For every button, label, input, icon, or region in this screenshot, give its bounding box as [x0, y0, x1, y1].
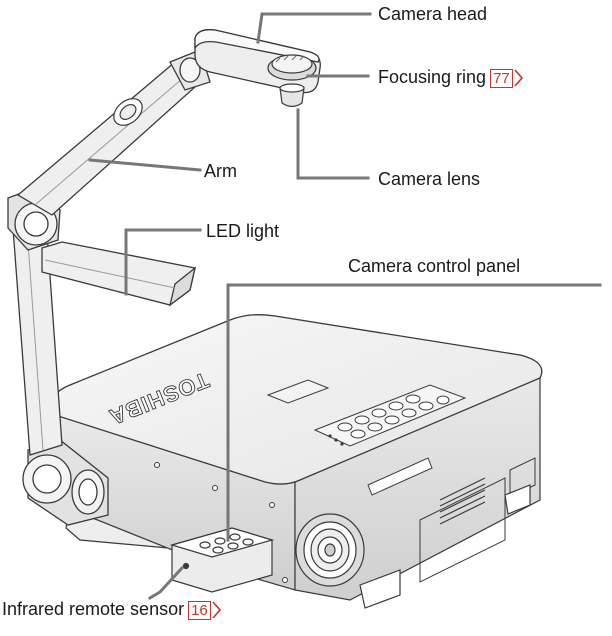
feet [359, 484, 531, 609]
upper-arm [16, 61, 207, 216]
focusing-ring-text: Focusing ring [378, 67, 487, 87]
camera-lens-text: Camera lens [378, 169, 481, 189]
side-vent [439, 477, 486, 525]
infrared-remote-sensor-text: Infrared remote sensor [2, 599, 185, 619]
label-arm: Arm [204, 160, 237, 182]
infrared-sensor-page-ref[interactable]: 16 [188, 600, 221, 620]
side-panel-lines [419, 457, 536, 583]
top-window [266, 379, 330, 404]
leader-led-light [124, 228, 202, 296]
focusing-ring-part [267, 54, 317, 81]
focusing-ring-page-number: 77 [490, 68, 513, 88]
leader-arm [88, 158, 202, 172]
camera-control-panel-text: Camera control panel [348, 256, 521, 276]
led-light-text: LED light [206, 221, 280, 241]
chevron-right-icon [212, 601, 221, 619]
top-control-panel [313, 384, 467, 447]
side-slot [367, 457, 433, 496]
leader-lines [88, 12, 602, 601]
arm-text: Arm [204, 161, 237, 181]
indicator-dots [328, 434, 344, 446]
front-holes [154, 462, 288, 583]
arm-knob [113, 98, 143, 126]
leader-camera-control-panel [226, 283, 602, 542]
label-camera-control-panel: Camera control panel [348, 255, 520, 277]
label-camera-head: Camera head [378, 3, 487, 25]
label-camera-lens: Camera lens [378, 168, 480, 190]
label-led-light: LED light [206, 220, 279, 242]
lower-hinge [22, 439, 109, 526]
infrared-sensor-page-number: 16 [188, 600, 211, 620]
focusing-ring-page-ref[interactable]: 77 [490, 68, 523, 88]
leader-camera-lens [296, 108, 370, 180]
led-light-body [41, 241, 197, 307]
chevron-right-icon [514, 69, 523, 87]
leader-infrared-sensor [147, 565, 185, 601]
camera-lens-part [279, 83, 305, 108]
projection-lens [295, 513, 365, 587]
camera-head-text: Camera head [378, 4, 488, 24]
leader-camera-head [256, 12, 372, 44]
